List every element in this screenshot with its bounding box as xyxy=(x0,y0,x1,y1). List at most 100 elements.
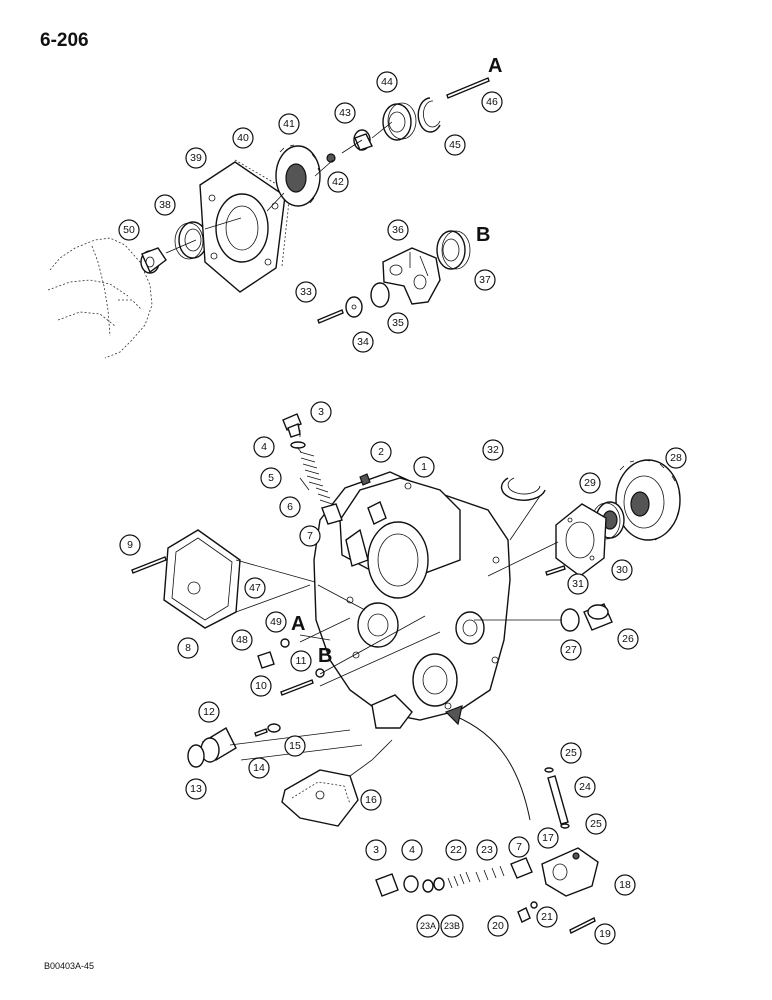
svg-text:25: 25 xyxy=(565,747,577,759)
callout-25-bottom: 25 xyxy=(585,813,607,835)
svg-text:31: 31 xyxy=(572,578,584,590)
svg-text:22: 22 xyxy=(450,844,462,856)
callout-36: 36 xyxy=(387,219,409,241)
svg-text:28: 28 xyxy=(670,452,682,464)
svg-text:20: 20 xyxy=(492,920,504,932)
svg-text:49: 49 xyxy=(270,616,282,628)
callout-26: 26 xyxy=(617,628,639,650)
washer-part-11 xyxy=(315,668,325,678)
callout-11: 11 xyxy=(290,650,312,672)
ref-letter-b-main: B xyxy=(318,645,332,667)
svg-text:30: 30 xyxy=(616,564,628,576)
svg-text:24: 24 xyxy=(579,781,591,793)
svg-text:23: 23 xyxy=(481,844,493,856)
figure-code: B00403A-45 xyxy=(44,961,95,971)
gear-housing-part-1 xyxy=(313,471,511,729)
callout-20: 20 xyxy=(487,915,509,937)
callout-6: 6 xyxy=(279,496,301,518)
svg-text:35: 35 xyxy=(392,317,404,329)
svg-text:18: 18 xyxy=(619,879,631,891)
callout-4-top: 4 xyxy=(253,436,275,458)
callout-34: 34 xyxy=(352,331,374,353)
callout-27: 27 xyxy=(560,639,582,661)
callout-35: 35 xyxy=(387,312,409,334)
svg-text:13: 13 xyxy=(190,783,202,795)
callout-14: 14 xyxy=(248,757,270,779)
retainer-plate-part-30 xyxy=(555,503,607,577)
svg-text:15: 15 xyxy=(289,740,301,752)
svg-text:27: 27 xyxy=(565,644,577,656)
svg-text:38: 38 xyxy=(159,199,171,211)
callout-33: 33 xyxy=(295,281,317,303)
callout-25-top: 25 xyxy=(560,742,582,764)
piston-part-7-top xyxy=(321,503,343,525)
gear-part-41 xyxy=(275,144,321,207)
svg-text:48: 48 xyxy=(236,634,248,646)
svg-text:16: 16 xyxy=(365,794,377,806)
svg-text:23B: 23B xyxy=(444,921,460,931)
callout-29: 29 xyxy=(579,472,601,494)
bearing-part-43 xyxy=(353,129,373,151)
svg-text:19: 19 xyxy=(599,928,611,940)
svg-text:46: 46 xyxy=(486,96,498,108)
callout-43: 43 xyxy=(334,102,356,124)
callout-10: 10 xyxy=(250,675,272,697)
callout-42: 42 xyxy=(327,171,349,193)
svg-text:45: 45 xyxy=(449,139,461,151)
o-ring-part-35 xyxy=(370,282,390,308)
callout-48: 48 xyxy=(231,629,253,651)
plug-part-2 xyxy=(359,473,371,486)
tube-part-24 xyxy=(547,775,569,825)
svg-text:5: 5 xyxy=(268,472,274,484)
callout-49: 49 xyxy=(265,611,287,633)
callout-18: 18 xyxy=(614,874,636,896)
callout-7-top: 7 xyxy=(299,525,321,547)
callout-15: 15 xyxy=(284,735,306,757)
callout-50: 50 xyxy=(118,219,140,241)
callout-17: 17 xyxy=(537,827,559,849)
callout-46: 46 xyxy=(481,91,503,113)
svg-text:41: 41 xyxy=(283,118,295,130)
svg-text:7: 7 xyxy=(516,841,522,853)
ref-letter-b-top: B xyxy=(476,224,490,246)
bolt-part-19 xyxy=(569,917,596,934)
bolt-part-9 xyxy=(131,556,167,574)
svg-text:2: 2 xyxy=(378,446,384,458)
svg-text:4: 4 xyxy=(409,844,415,856)
seal-part-37 xyxy=(436,230,471,270)
callout-41: 41 xyxy=(278,113,300,135)
svg-text:6: 6 xyxy=(287,501,293,513)
o-ring-part-25-bottom xyxy=(560,823,570,829)
svg-text:37: 37 xyxy=(479,274,491,286)
callout-23: 23 xyxy=(476,839,498,861)
o-ring-part-23A xyxy=(422,879,434,893)
callout-4-bottom: 4 xyxy=(401,839,423,861)
callout-3-top: 3 xyxy=(310,401,332,423)
spring-part-22 xyxy=(447,871,471,889)
callout-31: 31 xyxy=(567,573,589,595)
callout-28: 28 xyxy=(665,447,687,469)
svg-text:42: 42 xyxy=(332,176,344,188)
svg-text:14: 14 xyxy=(253,762,265,774)
callout-23A: 23A xyxy=(416,914,440,938)
plug-part-3-top xyxy=(282,413,302,438)
o-ring-part-23B xyxy=(433,877,445,891)
valve-part-12 xyxy=(200,727,237,763)
callout-8: 8 xyxy=(177,637,199,659)
callout-30: 30 xyxy=(611,559,633,581)
engine-housing-outline xyxy=(47,237,153,359)
svg-text:3: 3 xyxy=(373,844,379,856)
callout-38: 38 xyxy=(154,194,176,216)
arrow-head xyxy=(444,705,463,726)
ball-part-42 xyxy=(326,153,336,163)
svg-text:23A: 23A xyxy=(420,921,436,931)
svg-text:3: 3 xyxy=(318,406,324,418)
yoke-part-36 xyxy=(382,247,441,305)
washer-part-15 xyxy=(267,723,281,733)
piston-part-7-bottom xyxy=(510,857,533,879)
o-ring-part-21 xyxy=(530,901,538,909)
callout-22: 22 xyxy=(445,839,467,861)
callout-24: 24 xyxy=(574,776,596,798)
cover-part-16 xyxy=(281,769,359,827)
valve-body-part-18 xyxy=(541,847,599,897)
